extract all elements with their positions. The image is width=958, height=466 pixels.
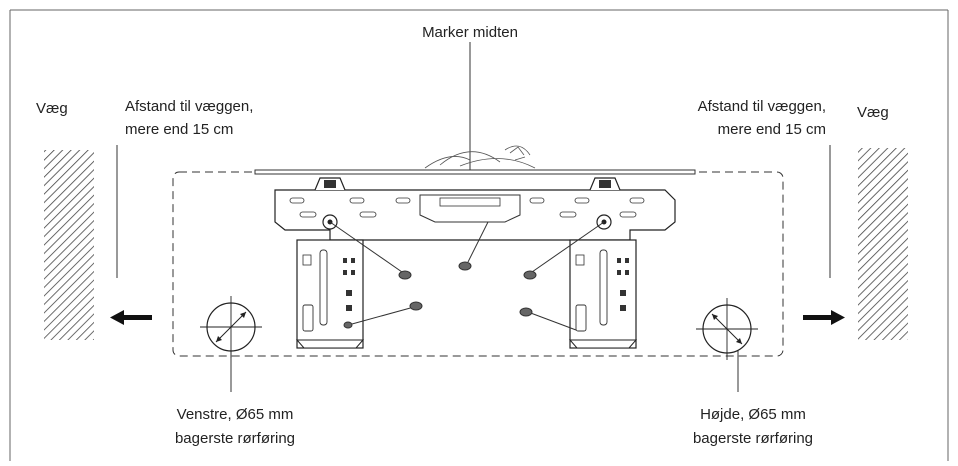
- right-pipe-hole: [696, 298, 758, 360]
- screws: [329, 221, 605, 331]
- left-leg: [295, 239, 365, 349]
- left-hole-label-line2: bagerste rørføring: [174, 430, 296, 447]
- right-hole-label-line1: Højde, Ø65 mm: [700, 406, 806, 423]
- right-leg: [568, 239, 638, 349]
- right-distance-label-line1: Afstand til væggen,: [697, 98, 826, 115]
- left-pipe-hole: [200, 296, 262, 358]
- right-hole-label-line2: bagerste rørføring: [692, 430, 814, 447]
- left-arrow: [110, 310, 152, 325]
- right-arrow: [803, 310, 845, 325]
- mounting-plate: [274, 177, 676, 241]
- frame: [9, 9, 949, 461]
- right-wall: [858, 148, 908, 340]
- left-wall-label: Væg: [36, 100, 68, 117]
- left-distance-label-line1: Afstand til væggen,: [125, 98, 254, 115]
- left-wall: [44, 150, 94, 340]
- top-rail: [254, 145, 696, 175]
- center-mark-label: Marker midten: [422, 24, 518, 41]
- right-wall-label: Væg: [857, 104, 889, 121]
- left-hole-label-line1: Venstre, Ø65 mm: [176, 406, 294, 423]
- left-distance-label-line2: mere end 15 cm: [125, 121, 234, 138]
- right-distance-label-line2: mere end 15 cm: [717, 121, 826, 138]
